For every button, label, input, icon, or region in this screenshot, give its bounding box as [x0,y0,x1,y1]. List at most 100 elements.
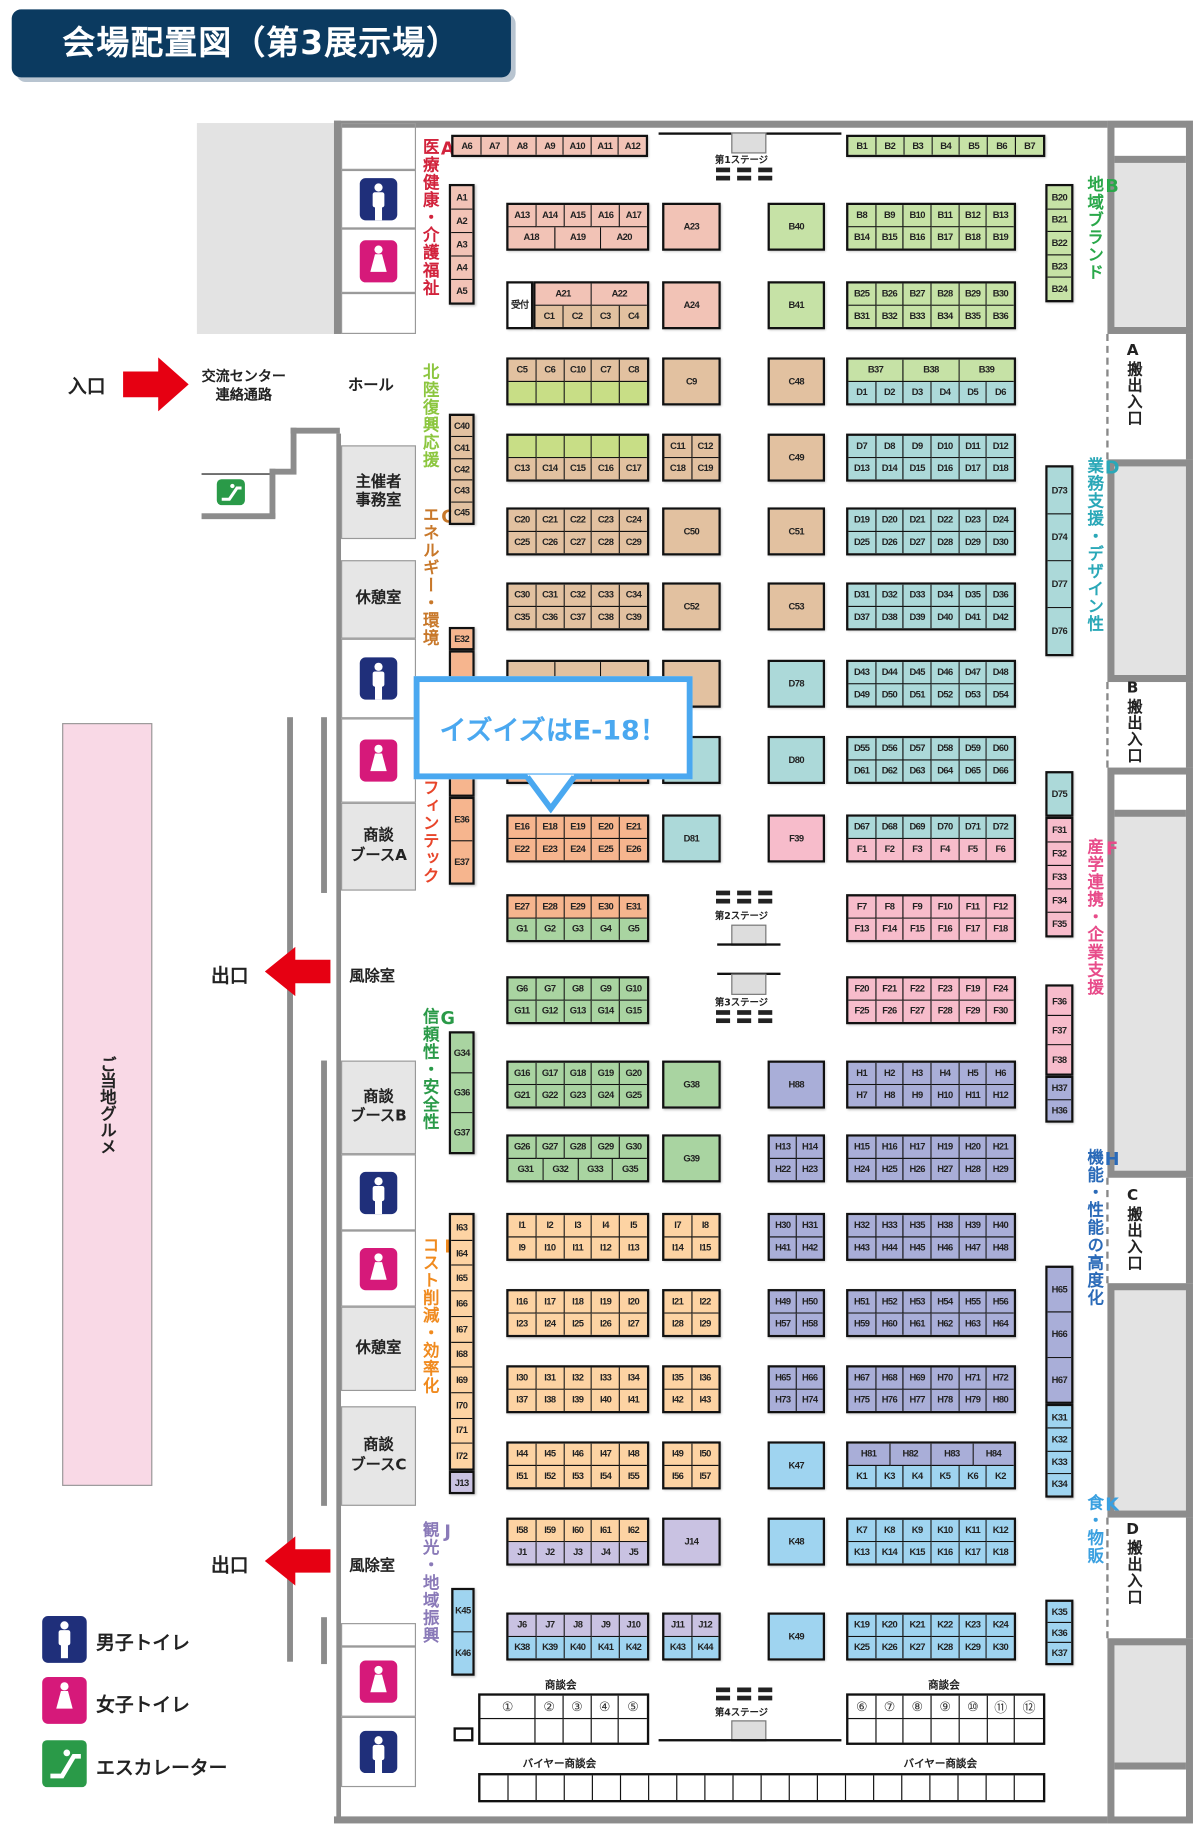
booth-k32[interactable]: K32 [1047,1428,1072,1452]
booth-j10[interactable]: J10 [620,1614,647,1637]
booth-k48[interactable]: K48 [769,1519,823,1564]
booth-d42[interactable]: D42 [987,606,1014,629]
booth-h37[interactable]: H37 [1047,1078,1072,1100]
booth-c10[interactable]: C10 [564,359,593,382]
booth-i3[interactable]: I3 [564,1215,593,1237]
booth-i10[interactable]: I10 [536,1236,565,1259]
booth-b40[interactable]: B40 [769,205,823,249]
booth-k14[interactable]: K14 [876,1541,904,1564]
booth-i41[interactable]: I41 [620,1389,647,1411]
booth-f8[interactable]: F8 [876,896,904,919]
booth-f35[interactable]: F35 [1047,912,1072,936]
booth-k38[interactable]: K38 [508,1636,537,1659]
booth-j7[interactable]: J7 [536,1614,565,1637]
booth-a17[interactable]: A17 [620,205,647,227]
booth-k1[interactable]: K1 [848,1465,877,1488]
booth-h35[interactable]: H35 [903,1215,932,1237]
booth-c20[interactable]: C20 [508,509,537,532]
booth-i49[interactable]: I49 [664,1443,692,1466]
booth-b33[interactable]: B33 [903,305,932,327]
booth-e21[interactable]: E21 [620,816,647,839]
booth-i2[interactable]: I2 [536,1215,565,1237]
meeting-table[interactable] [876,1719,905,1743]
booth-g2[interactable]: G2 [536,918,565,940]
booth-b11[interactable]: B11 [931,205,960,227]
booth-f33[interactable]: F33 [1047,866,1072,890]
booth-d20[interactable]: D20 [876,509,904,532]
booth-d73[interactable]: D73 [1047,467,1072,515]
buyer-table[interactable] [902,1775,931,1800]
booth-i43[interactable]: I43 [691,1389,719,1411]
booth-d25[interactable]: D25 [848,531,877,554]
meeting-table[interactable]: ⑥ [848,1695,877,1720]
booth-d18[interactable]: D18 [987,457,1014,480]
booth-d16[interactable]: D16 [931,457,960,480]
booth-f38[interactable]: F38 [1047,1045,1072,1074]
booth-i36[interactable]: I36 [691,1367,719,1390]
booth-d3[interactable]: D3 [903,381,932,404]
booth-i27[interactable]: I27 [620,1313,647,1335]
meeting-table[interactable]: ④ [591,1695,620,1720]
booth-c22[interactable]: C22 [564,509,593,532]
booth-c48[interactable]: C48 [769,359,823,404]
buyer-table[interactable] [593,1775,622,1800]
booth-h46[interactable]: H46 [931,1236,960,1259]
booth-a12[interactable]: A12 [619,137,646,155]
booth-b38[interactable]: B38 [903,359,960,382]
booth-g11[interactable]: G11 [508,1000,537,1022]
booth-b21[interactable]: B21 [1047,209,1072,233]
booth-k27[interactable]: K27 [903,1636,932,1659]
booth-c8[interactable]: C8 [620,359,647,382]
booth-i46[interactable]: I46 [564,1443,593,1466]
meeting-table[interactable]: ⑤ [619,1696,647,1720]
booth-b3[interactable]: B3 [904,137,933,155]
booth-h19[interactable]: H19 [931,1136,960,1159]
booth-b29[interactable]: B29 [959,283,988,306]
booth-i63[interactable]: I63 [451,1215,473,1241]
booth-h36[interactable]: H36 [1047,1099,1072,1121]
booth-a3[interactable]: A3 [451,233,473,257]
booth-f3[interactable]: F3 [903,838,932,861]
booth-h56[interactable]: H56 [987,1291,1014,1314]
booth-i1[interactable]: I1 [508,1215,537,1237]
booth-a15[interactable]: A15 [564,205,593,227]
booth-i42[interactable]: I42 [664,1389,692,1411]
booth-g13[interactable]: G13 [564,1000,593,1022]
meeting-table[interactable]: ③ [563,1695,592,1720]
booth-h44[interactable]: H44 [876,1236,904,1259]
booth-i55[interactable]: I55 [620,1465,647,1488]
booth-k19[interactable]: K19 [848,1614,877,1637]
booth-i17[interactable]: I17 [536,1291,565,1314]
booth-d15[interactable]: D15 [903,457,932,480]
booth-k20[interactable]: K20 [876,1614,904,1637]
booth-d34[interactable]: D34 [931,584,960,607]
booth-c24[interactable]: C24 [620,509,647,532]
booth-e31[interactable]: E31 [620,896,647,919]
booth-d10[interactable]: D10 [931,435,960,458]
booth-i18[interactable]: I18 [564,1291,593,1314]
booth-i26[interactable]: I26 [592,1313,621,1335]
buyer-table[interactable] [649,1775,678,1800]
booth-h75[interactable]: H75 [848,1389,877,1411]
booth-i12[interactable]: I12 [592,1236,621,1259]
booth-a7[interactable]: A7 [481,137,509,155]
booth-b24[interactable]: B24 [1047,278,1072,300]
booth-i54[interactable]: I54 [592,1465,621,1488]
booth-g24[interactable]: G24 [592,1084,621,1107]
booth-i21[interactable]: I21 [664,1291,692,1314]
booth-d50[interactable]: D50 [876,683,904,706]
booth-g35[interactable]: G35 [613,1158,647,1181]
booth-d59[interactable]: D59 [959,738,988,760]
booth-e30[interactable]: E30 [592,896,621,919]
booth-a23[interactable]: A23 [664,205,719,249]
booth-k22[interactable]: K22 [931,1614,960,1637]
booth-i57[interactable]: I57 [691,1465,719,1488]
booth-i34[interactable]: I34 [620,1367,647,1390]
booth-f15[interactable]: F15 [903,918,932,940]
booth-h67[interactable]: H67 [1047,1357,1072,1402]
booth-f21[interactable]: F21 [876,978,904,1001]
booth-h43[interactable]: H43 [848,1236,877,1259]
buyer-table[interactable] [846,1775,875,1800]
meeting-table[interactable] [564,1719,592,1743]
booth-d74[interactable]: D74 [1047,514,1072,562]
